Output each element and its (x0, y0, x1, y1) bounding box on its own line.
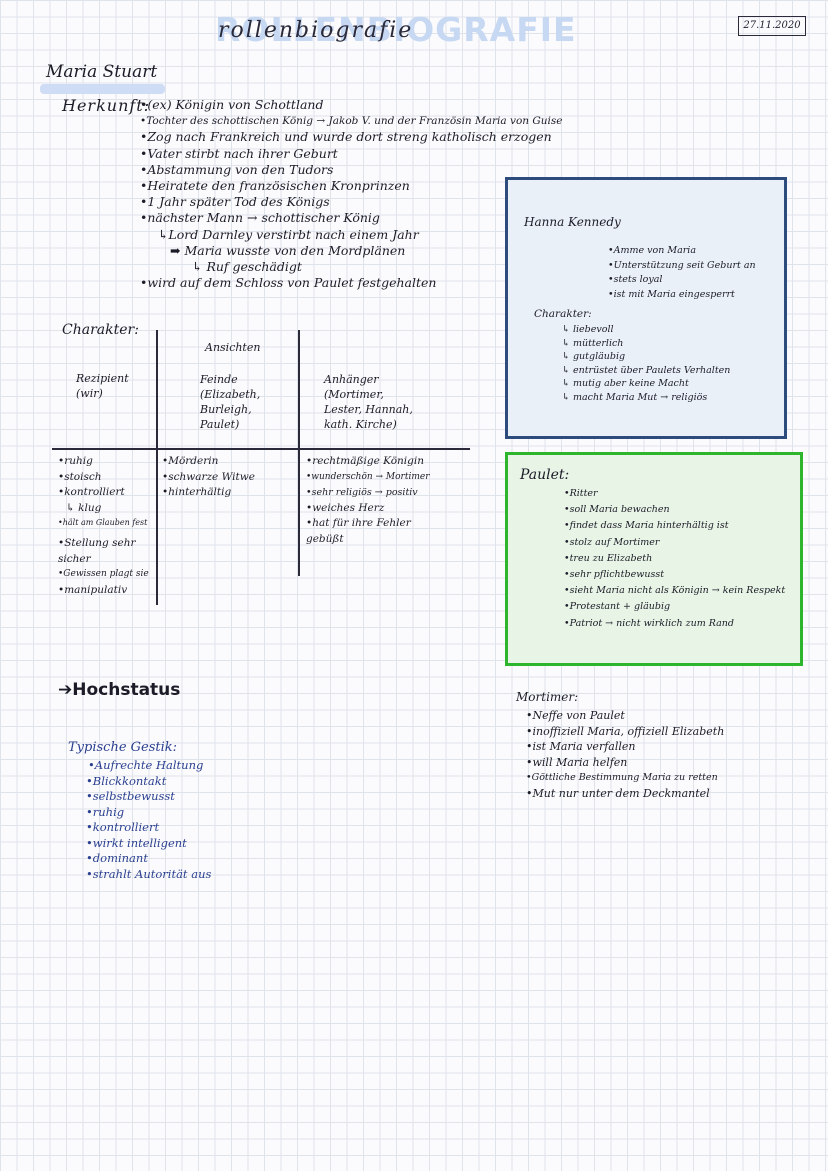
list-item: ↳Lord Darnley verstirbt nach einem Jahr (158, 226, 419, 242)
page-title-highlight: ROLLENBIOGRAFIE (215, 10, 577, 49)
hochstatus-heading: ➔Hochstatus (58, 680, 181, 700)
list-item: •Vater stirbt nach ihrer Geburt (140, 145, 338, 161)
list-item: •Zog nach Frankreich und wurde dort stre… (140, 129, 552, 145)
charakter-label: Charakter: (62, 322, 139, 338)
hanna-list: •Amme von Maria •Unterstützung seit Gebu… (608, 244, 756, 302)
list-item: •stets loyal (608, 274, 663, 285)
list-item: •schwarze Witwe (162, 470, 255, 483)
mortimer-list: •Neffe von Paulet •inoffiziell Maria, of… (526, 708, 724, 801)
list-item: •Mut nur unter dem Deckmantel (526, 786, 710, 800)
list-item: •wunderschön → Mortimer (306, 471, 430, 482)
list-item: •Stellung sehr sicher (58, 537, 136, 565)
rezipient-list: •ruhig •stoisch •kontrolliert ↳ klug •hä… (58, 454, 153, 598)
mortimer-label: Mortimer: (516, 690, 579, 704)
list-item: •Mörderin (162, 455, 219, 467)
list-item: ↳ liebevoll (562, 324, 614, 335)
anhaenger-header: Anhänger (Mortimer, Lester, Hannah, kath… (324, 373, 413, 431)
list-item: •Ritter (564, 488, 598, 499)
list-item: •ruhig (58, 455, 93, 467)
list-item: ↳ macht Maria Mut → religiös (562, 391, 708, 403)
table-divider (156, 330, 158, 605)
list-item: •Gewissen plagt sie (58, 569, 149, 579)
list-item: •hat für ihre Fehler gebüßt (306, 517, 411, 545)
list-item: ↳ Ruf geschädigt (192, 259, 302, 275)
hanna-charakter-label: Charakter: (534, 308, 592, 320)
list-item: •stolz auf Mortimer (564, 536, 660, 548)
date-box: 27.11.2020 (738, 16, 806, 36)
list-item: •Patriot → nicht wirklich zum Rand (564, 617, 734, 629)
herkunft-list: •(ex) Königin von Schottland •Tochter de… (140, 97, 562, 291)
anhaenger-list: •rechtmäßige Königin •wunderschön → Mort… (306, 454, 466, 547)
list-item: •Heiratete den französischen Kronprinzen (140, 178, 410, 194)
list-item: •Protestant + gläubig (564, 601, 671, 613)
list-item: •ist mit Maria eingesperrt (608, 288, 735, 300)
ansichten-header: Ansichten (205, 341, 261, 354)
table-divider (52, 448, 470, 450)
list-item: •ruhig (86, 804, 125, 819)
list-item: •sehr religiös → positiv (306, 487, 418, 498)
list-item: •sieht Maria nicht als Königin → kein Re… (564, 585, 786, 597)
list-item: •Neffe von Paulet (526, 709, 625, 722)
gestik-label: Typische Gestik: (68, 740, 178, 755)
list-item: ↳ mütterlich (562, 337, 624, 349)
list-item: •Göttliche Bestimmung Maria zu retten (526, 772, 718, 783)
page-title: rollenbiografie (218, 18, 414, 43)
list-item: ↳ entrüstet über Paulets Verhalten (562, 364, 731, 376)
paulet-title: Paulet: (520, 467, 570, 483)
herkunft-label: Herkunft: (62, 96, 151, 115)
list-item: •nächster Mann → schottischer König (140, 210, 380, 226)
name-highlight (40, 84, 165, 94)
list-item: •manipulativ (58, 583, 128, 596)
rezipient-header: Rezipient (wir) (76, 372, 129, 400)
gestik-list: •Aufrechte Haltung •Blickkontakt •selbst… (86, 758, 211, 882)
list-item: ➡ Maria wusste von den Mordplänen (170, 242, 406, 258)
paulet-card: Paulet: •Ritter •soll Maria bewachen •fi… (505, 452, 803, 666)
list-item: •sehr pflichtbewusst (564, 569, 665, 581)
list-item: ↳ mutig aber keine Macht (562, 378, 689, 389)
character-name: Maria Stuart (46, 62, 158, 82)
list-item: ↳ gutgläubig (562, 351, 626, 362)
feinde-header: Feinde (Elizabeth, Burleigh, Paulet) (200, 373, 261, 431)
list-item: •kontrolliert (58, 486, 125, 498)
list-item: •dominant (86, 851, 148, 865)
list-item: •will Maria helfen (526, 755, 628, 769)
list-item: •1 Jahr später Tod des Königs (140, 194, 330, 210)
list-item: •strahlt Autorität aus (86, 866, 212, 881)
table-divider (298, 330, 300, 576)
list-item: •kontrolliert (86, 820, 160, 834)
list-item: •wird auf dem Schloss von Paulet festgeh… (140, 275, 437, 291)
list-item: •hält am Glauben fest (58, 518, 148, 527)
list-item: •treu zu Elizabeth (564, 552, 653, 564)
list-item: •inoffiziell Maria, offiziell Elizabeth (526, 724, 725, 738)
hanna-kennedy-title: Hanna Kennedy (524, 215, 621, 229)
list-item: •Amme von Maria (608, 245, 696, 256)
list-item: •Blickkontakt (86, 773, 167, 788)
hanna-charakter-list: ↳ liebevoll ↳ mütterlich ↳ gutgläubig ↳ … (562, 323, 730, 404)
list-item: •Unterstützung seit Geburt an (608, 259, 756, 271)
list-item: •findet dass Maria hinterhältig ist (564, 520, 729, 532)
list-item: •stoisch (58, 470, 102, 483)
list-item: •Aufrechte Haltung (88, 758, 204, 772)
list-item: •soll Maria bewachen (564, 504, 670, 516)
list-item: •Tochter des schottischen König → Jakob … (140, 115, 563, 128)
feinde-list: •Mörderin •schwarze Witwe •hinterhältig (162, 454, 255, 501)
list-item: •(ex) Königin von Schottland (140, 97, 324, 112)
list-item: •wirkt intelligent (86, 835, 187, 850)
list-item: •selbstbewusst (86, 789, 175, 803)
paulet-list: •Ritter •soll Maria bewachen •findet das… (564, 486, 785, 632)
list-item: ↳ klug (66, 501, 102, 514)
hanna-kennedy-card: Hanna Kennedy •Amme von Maria •Unterstüt… (505, 177, 787, 439)
list-item: •weiches Herz (306, 501, 385, 514)
list-item: •hinterhältig (162, 486, 232, 498)
list-item: •Abstammung von den Tudors (140, 161, 334, 177)
list-item: •ist Maria verfallen (526, 740, 636, 753)
list-item: •rechtmäßige Königin (306, 455, 424, 467)
